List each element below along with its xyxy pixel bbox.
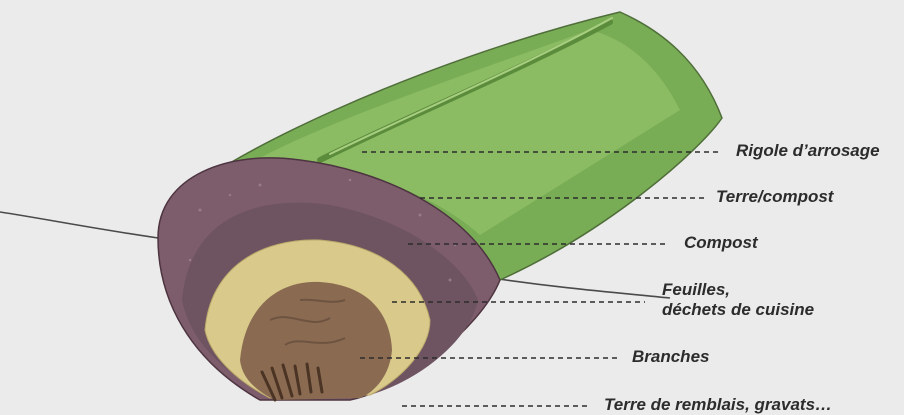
label-branches: Branches: [632, 347, 709, 367]
label-feuilles-line1: Feuilles,: [662, 280, 814, 300]
label-feuilles-line2: déchets de cuisine: [662, 300, 814, 320]
label-feuilles: Feuilles, déchets de cuisine: [662, 280, 814, 320]
label-terre-remblais: Terre de remblais, gravats…: [604, 395, 832, 415]
ground-line-right: [492, 278, 670, 298]
label-rigole: Rigole d’arrosage: [736, 141, 880, 161]
label-terre-compost: Terre/compost: [716, 187, 833, 207]
label-compost: Compost: [684, 233, 758, 253]
ground-line-left: [0, 212, 158, 238]
